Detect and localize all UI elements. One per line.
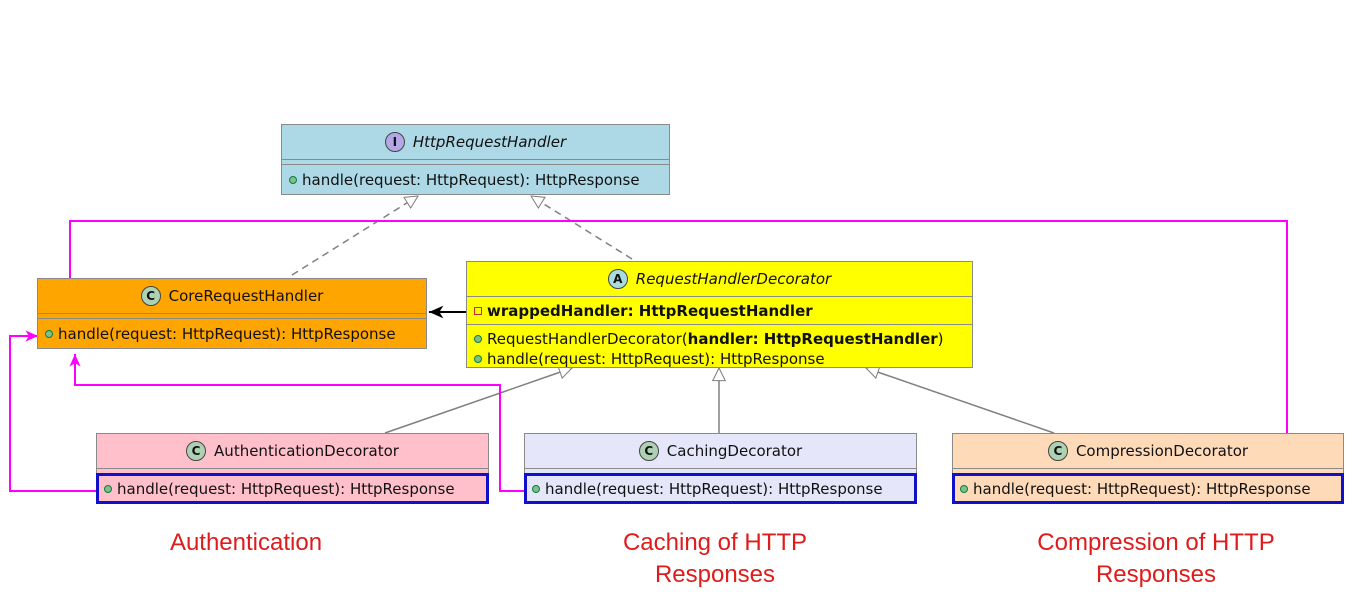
method-signature: handle(request: HttpRequest): HttpRespon… bbox=[302, 170, 640, 189]
class-request-handler-decorator: A RequestHandlerDecorator wrappedHandler… bbox=[466, 261, 973, 368]
public-visibility-icon bbox=[45, 329, 53, 338]
class-compression-decorator: C CompressionDecorator handle(request: H… bbox=[952, 433, 1344, 504]
method-signature: handle(request: HttpRequest): HttpRespon… bbox=[58, 324, 396, 343]
class-header: I HttpRequestHandler bbox=[282, 125, 669, 160]
class-header: C CoreRequestHandler bbox=[38, 279, 426, 314]
class-stereotype-icon: C bbox=[186, 441, 207, 461]
fields-separator bbox=[282, 160, 669, 165]
class-name: HttpRequestHandler bbox=[412, 133, 567, 151]
private-visibility-icon bbox=[474, 306, 482, 315]
class-name: AuthenticationDecorator bbox=[214, 442, 399, 460]
public-visibility-icon bbox=[474, 335, 482, 343]
caption-compression: Compression of HTTP Responses bbox=[1006, 527, 1306, 591]
method-signature: handle(request: HttpRequest): HttpRespon… bbox=[973, 479, 1311, 498]
class-name: CachingDecorator bbox=[666, 442, 803, 460]
field-row: wrappedHandler: HttpRequestHandler bbox=[467, 297, 972, 325]
call-flow-caching-edge bbox=[69, 354, 524, 492]
class-stereotype-icon: C bbox=[638, 441, 659, 461]
class-stereotype-icon: C bbox=[140, 286, 161, 306]
caption-caching-line-1: Caching of HTTP bbox=[622, 529, 808, 556]
class-name: CoreRequestHandler bbox=[168, 287, 324, 305]
class-header: C CompressionDecorator bbox=[953, 434, 1343, 469]
method-row: handle(request: HttpRequest): HttpRespon… bbox=[467, 349, 972, 369]
fields-separator bbox=[953, 469, 1343, 474]
call-flow-compression-edge bbox=[64, 220, 1288, 474]
class-authentication-decorator: C AuthenticationDecorator handle(request… bbox=[96, 433, 489, 504]
class-header: C CachingDecorator bbox=[525, 434, 916, 469]
method-row: handle(request: HttpRequest): HttpRespon… bbox=[282, 165, 669, 194]
caption-authentication-line: Authentication bbox=[169, 529, 323, 556]
generalization-compression-edge bbox=[866, 368, 1055, 434]
method-signature: handle(request: HttpRequest): HttpRespon… bbox=[487, 350, 825, 368]
abstract-stereotype-icon: A bbox=[607, 269, 628, 289]
class-http-request-handler: I HttpRequestHandler handle(request: Htt… bbox=[281, 124, 670, 195]
caption-caching-line-2: Responses bbox=[654, 561, 776, 588]
public-visibility-icon bbox=[960, 484, 968, 493]
constructor-close: ) bbox=[937, 330, 944, 348]
class-header: A RequestHandlerDecorator bbox=[467, 262, 972, 297]
public-visibility-icon bbox=[104, 484, 112, 493]
caption-authentication: Authentication bbox=[96, 527, 396, 559]
method-row: handle(request: HttpRequest): HttpRespon… bbox=[38, 319, 426, 348]
realization-decorator-edge bbox=[531, 195, 633, 260]
public-visibility-icon bbox=[474, 355, 482, 363]
class-name: CompressionDecorator bbox=[1075, 442, 1249, 460]
highlighted-method-row: handle(request: HttpRequest): HttpRespon… bbox=[524, 473, 917, 504]
highlighted-method-row: handle(request: HttpRequest): HttpRespon… bbox=[952, 473, 1344, 504]
field-wrapped-handler: wrappedHandler: HttpRequestHandler bbox=[487, 301, 813, 320]
public-visibility-icon bbox=[289, 175, 297, 184]
class-header: C AuthenticationDecorator bbox=[97, 434, 488, 469]
public-visibility-icon bbox=[532, 484, 540, 493]
caption-caching: Caching of HTTP Responses bbox=[565, 527, 865, 591]
class-core-request-handler: C CoreRequestHandler handle(request: Htt… bbox=[37, 278, 427, 349]
class-stereotype-icon: C bbox=[1047, 441, 1068, 461]
call-flow-authentication-edge bbox=[9, 330, 96, 492]
highlighted-method-row: handle(request: HttpRequest): HttpRespon… bbox=[96, 473, 489, 504]
generalization-auth-edge bbox=[384, 368, 572, 434]
caption-compression-line-2: Responses bbox=[1095, 561, 1217, 588]
class-name: RequestHandlerDecorator bbox=[635, 270, 832, 288]
constructor-row: RequestHandlerDecorator(handler: HttpReq… bbox=[467, 329, 972, 349]
realization-core-edge bbox=[291, 195, 418, 276]
constructor-name: RequestHandlerDecorator( bbox=[487, 330, 688, 348]
fields-separator bbox=[97, 469, 488, 474]
constructor-param: handler: HttpRequestHandler bbox=[687, 330, 938, 348]
class-caching-decorator: C CachingDecorator handle(request: HttpR… bbox=[524, 433, 917, 504]
interface-stereotype-icon: I bbox=[384, 132, 405, 152]
fields-separator bbox=[525, 469, 916, 474]
fields-separator bbox=[38, 314, 426, 319]
method-signature: handle(request: HttpRequest): HttpRespon… bbox=[545, 479, 883, 498]
caption-compression-line-1: Compression of HTTP bbox=[1037, 529, 1275, 556]
method-signature: handle(request: HttpRequest): HttpRespon… bbox=[117, 479, 455, 498]
